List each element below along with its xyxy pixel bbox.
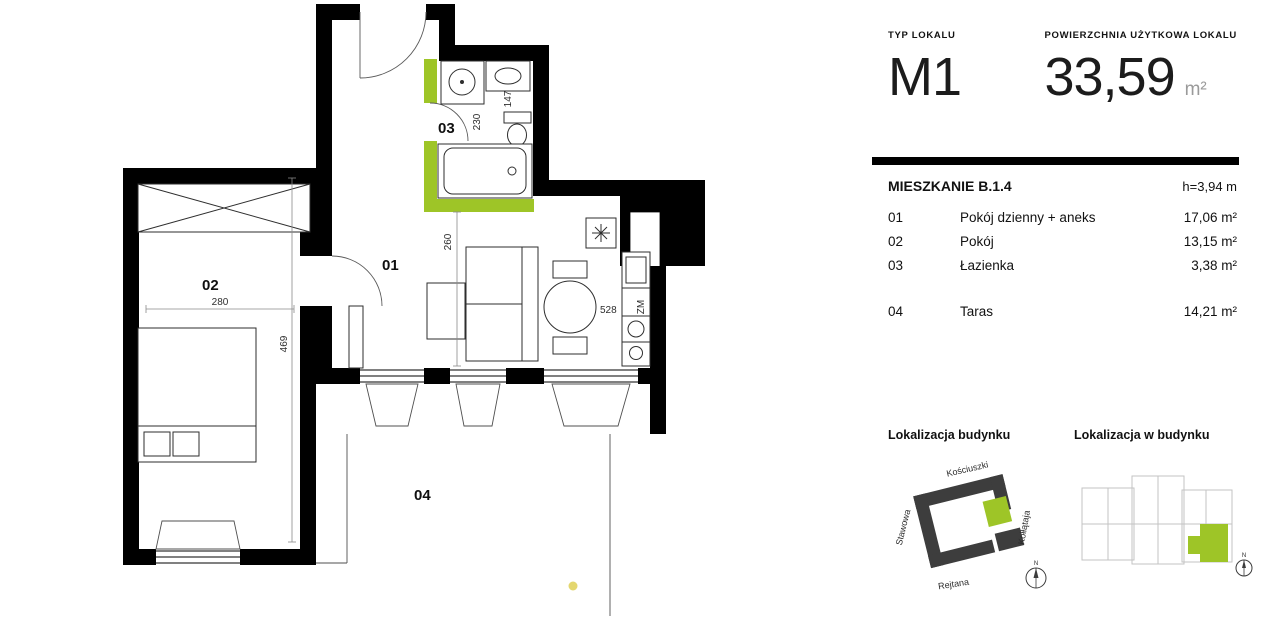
room-no: 04 bbox=[888, 304, 904, 319]
bedroom-furniture bbox=[137, 183, 311, 463]
label-zm: ZM bbox=[636, 300, 647, 314]
dim-469: 469 bbox=[279, 335, 290, 352]
area-label: POWIERZCHNIA UŻYTKOWA LOKALU bbox=[1044, 30, 1237, 41]
chair bbox=[552, 260, 588, 279]
table-row: 02 Pokój 13,15 m² bbox=[888, 230, 1237, 254]
compass-icon: N bbox=[1025, 561, 1047, 589]
room-area: 14,21 m² bbox=[1183, 304, 1237, 319]
dim-260: 260 bbox=[443, 233, 454, 250]
room-area: 17,06 m² bbox=[1183, 210, 1237, 225]
pillow bbox=[172, 431, 200, 457]
room-area: 3,38 m² bbox=[1191, 258, 1237, 273]
walls bbox=[123, 4, 705, 565]
terrace-dot bbox=[568, 581, 578, 591]
panel-header: TYP LOKALU M1 POWIERZCHNIA UŻYTKOWA LOKA… bbox=[888, 30, 1237, 104]
window-sills bbox=[155, 383, 631, 550]
dim-528: 528 bbox=[600, 305, 617, 316]
table-row: 04 Taras 14,21 m² bbox=[888, 300, 1237, 324]
room-label-03: 03 bbox=[438, 120, 455, 137]
bathtub bbox=[437, 143, 533, 199]
area-value: 33,59 bbox=[1044, 47, 1175, 107]
street-top: Kościuszki bbox=[945, 459, 989, 478]
coffee-table bbox=[426, 282, 466, 340]
accent-walls bbox=[424, 59, 534, 212]
ceiling-height: h=3,94 m bbox=[1182, 179, 1237, 194]
compass-icon: N bbox=[1235, 553, 1253, 577]
tv-unit bbox=[348, 305, 364, 369]
room-table: 01 Pokój dzienny + aneks 17,06 m² 02 Pok… bbox=[888, 206, 1237, 324]
street-right: Kołłątaja bbox=[1016, 510, 1032, 546]
svg-text:N: N bbox=[1034, 561, 1038, 567]
unit-location-label: Lokalizacja w budynku bbox=[1074, 428, 1210, 442]
vent-icon bbox=[592, 224, 610, 242]
apartment-title: MIESZKANIE B.1.4 bbox=[888, 178, 1012, 194]
bathroom-fixtures bbox=[437, 60, 533, 199]
dimension-lines bbox=[145, 177, 461, 543]
floor-plan-svg: 280 469 260 528 230 147 ZM 01 02 03 04 bbox=[123, 4, 705, 616]
room-no: 03 bbox=[888, 258, 904, 273]
room-no: 01 bbox=[888, 210, 904, 225]
site-location: Lokalizacja budynku Kościuszki Stawowa bbox=[888, 428, 1058, 613]
unit-location: Lokalizacja w budynku bbox=[1074, 428, 1259, 613]
dim-280: 280 bbox=[212, 297, 229, 308]
living-furniture bbox=[348, 217, 651, 369]
highlighted-unit bbox=[1188, 524, 1228, 562]
room-name: Łazienka bbox=[960, 258, 1015, 273]
location-maps: Lokalizacja budynku Kościuszki Stawowa bbox=[888, 428, 1253, 613]
sink bbox=[485, 60, 531, 92]
table-row: 01 Pokój dzienny + aneks 17,06 m² bbox=[888, 206, 1237, 230]
highlighted-building bbox=[982, 495, 1013, 527]
street-left: Stawowa bbox=[894, 508, 913, 546]
area-unit: m² bbox=[1184, 79, 1207, 100]
svg-text:N: N bbox=[1242, 553, 1246, 559]
room-name: Pokój bbox=[960, 234, 994, 249]
windows bbox=[156, 369, 638, 564]
room-label-01: 01 bbox=[382, 257, 399, 274]
door-swings bbox=[331, 11, 469, 307]
pillow bbox=[143, 431, 171, 457]
building-map: N bbox=[1081, 475, 1253, 577]
room-name: Pokój dzienny + aneks bbox=[960, 210, 1096, 225]
chair bbox=[552, 336, 588, 355]
dim-147: 147 bbox=[503, 90, 514, 107]
room-label-02: 02 bbox=[202, 277, 219, 294]
type-label: TYP LOKALU bbox=[888, 30, 956, 41]
divider-bar bbox=[872, 157, 1239, 165]
table-row: 03 Łazienka 3,38 m² bbox=[888, 254, 1237, 278]
street-bottom: Rejtana bbox=[937, 577, 969, 592]
site-map: Kościuszki Stawowa Kołłątaja Rejtana N bbox=[894, 459, 1047, 592]
dining-table bbox=[543, 280, 597, 334]
type-value: M1 bbox=[888, 47, 962, 107]
site-location-label: Lokalizacja budynku bbox=[888, 428, 1011, 442]
info-panel: TYP LOKALU M1 POWIERZCHNIA UŻYTKOWA LOKA… bbox=[868, 0, 1253, 617]
floor-plan: 280 469 260 528 230 147 ZM 01 02 03 04 bbox=[123, 4, 705, 616]
toilet bbox=[503, 111, 532, 124]
room-area: 13,15 m² bbox=[1183, 234, 1237, 249]
dim-230: 230 bbox=[472, 113, 483, 130]
room-name: Taras bbox=[960, 304, 994, 319]
terrace-outline bbox=[316, 434, 611, 616]
room-label-04: 04 bbox=[414, 487, 431, 504]
room-no: 02 bbox=[888, 234, 904, 249]
site-buildings bbox=[913, 474, 1025, 569]
